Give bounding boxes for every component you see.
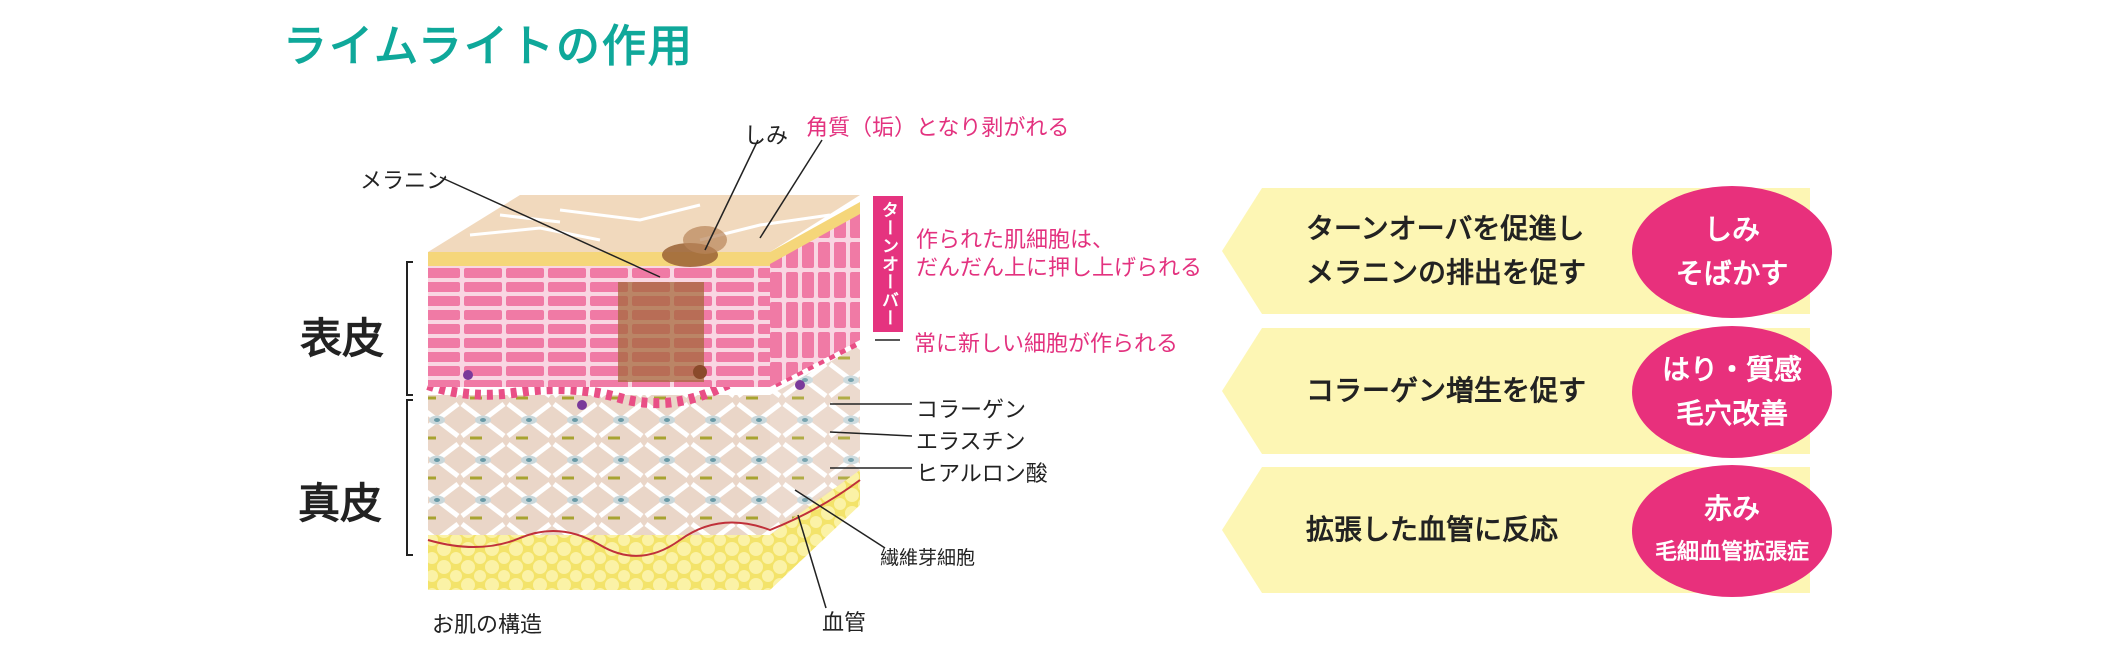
epidermis-label: 表皮	[300, 314, 385, 363]
turnover-badge: ターンオーバー	[873, 196, 903, 332]
effect-text-line: 拡張した血管に反応	[1306, 513, 1559, 546]
new-cells-label: 常に新しい細胞が作られる	[914, 332, 1179, 357]
dermis-label: 真皮	[298, 479, 383, 528]
effect-row-collagen: コラーゲン増生を促す はり・質感 毛穴改善	[1222, 326, 1832, 458]
hyaluronic-label: ヒアルロン酸	[916, 462, 1048, 487]
cells-pushed-label-2: だんだん上に押し上げられる	[916, 256, 1203, 281]
page-title: ライムライトの作用	[283, 21, 694, 72]
effect-text: コラーゲン増生を促す	[1306, 328, 1706, 454]
effect-text: 拡張した血管に反応	[1306, 467, 1706, 593]
elastin-label: エラスチン	[916, 430, 1026, 455]
collagen-label: コラーゲン	[916, 398, 1027, 423]
spot-label: しみ	[744, 124, 789, 149]
effect-badge-line1: 赤み	[1703, 492, 1760, 525]
effect-badge: しみ そばかす	[1632, 186, 1832, 318]
effect-badge-line1: しみ	[1703, 213, 1760, 246]
effect-badge-line2: 毛穴改善	[1675, 397, 1788, 430]
effect-row-turnover: ターンオーバを促進し メラニンの排出を促す しみ そばかす	[1222, 186, 1832, 318]
effect-text: ターンオーバを促進し メラニンの排出を促す	[1306, 188, 1706, 314]
skin-structure-caption: お肌の構造	[432, 613, 543, 638]
melanin-label: メラニン	[360, 169, 449, 194]
stratum-corneum-label: 角質（垢）となり剥がれる	[806, 116, 1070, 141]
effect-badge: 赤み 毛細血管拡張症	[1632, 465, 1832, 597]
effect-badge-line2: 毛細血管拡張症	[1654, 540, 1809, 565]
cells-pushed-label-1: 作られた肌細胞は、	[916, 228, 1115, 253]
effect-badge-line2: そばかす	[1675, 257, 1789, 290]
effect-text-line: コラーゲン増生を促す	[1306, 374, 1587, 407]
effect-text-line: メラニンの排出を促す	[1306, 256, 1587, 289]
vessel-label: 血管	[822, 611, 867, 636]
effect-text-line: ターンオーバを促進し	[1306, 212, 1585, 245]
effect-row-vessel: 拡張した血管に反応 赤み 毛細血管拡張症	[1222, 465, 1832, 597]
fibroblast-label: 繊維芽細胞	[880, 547, 976, 569]
effect-badge: はり・質感 毛穴改善	[1632, 326, 1832, 458]
effect-badge-line1: はり・質感	[1661, 353, 1802, 386]
